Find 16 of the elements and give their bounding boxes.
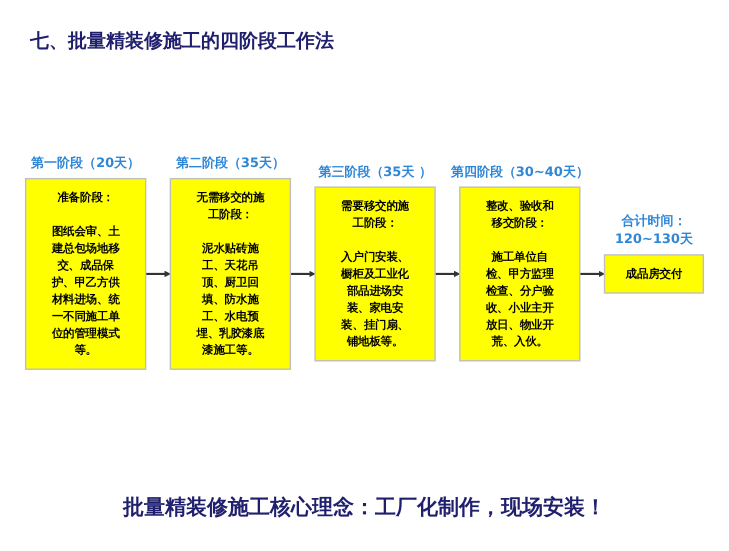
title: 七、批量精装修施工的四阶段工作法 (30, 29, 335, 54)
stage-duration-label: 合计时间：120~130天 (614, 213, 694, 248)
stage-duration-label: 第一阶段（20天） (30, 155, 142, 172)
arrow (146, 270, 171, 277)
arrow (580, 270, 605, 277)
stage-duration-label: 第四阶段（30~40天） (450, 164, 590, 181)
node-box: 需要移交的施工阶段： 入户门安装、橱柜及工业化部品进场安装、家电安装、挂门扇、铺地板等。 (314, 186, 436, 362)
node-box: 整改、验收和移交阶段： 施工单位自检、甲方监理检查、分户验收、小业主开放日、物业开荒、入伙。 (459, 186, 580, 362)
caption: 批量精装修施工核心理念：工厂化制作，现场安装！ (122, 494, 607, 521)
stage-duration-label: 第二阶段（35天） (174, 155, 286, 172)
node-box: 无需移交的施工阶段： 泥水贴砖施工、天花吊顶、厨卫回填、防水施工、水电预埋、乳胶漆底漆施工等。 (170, 177, 292, 370)
stage-duration-label: 第三阶段（35天 ） (317, 164, 433, 181)
node-box: 成品房交付 (604, 254, 704, 294)
arrow (435, 270, 460, 277)
node-box: 准备阶段： 图纸会审、土建总包场地移交、成品保护、甲乙方供材料进场、统一不同施工单位的管理模式等。 (24, 177, 146, 370)
arrow (290, 270, 316, 277)
